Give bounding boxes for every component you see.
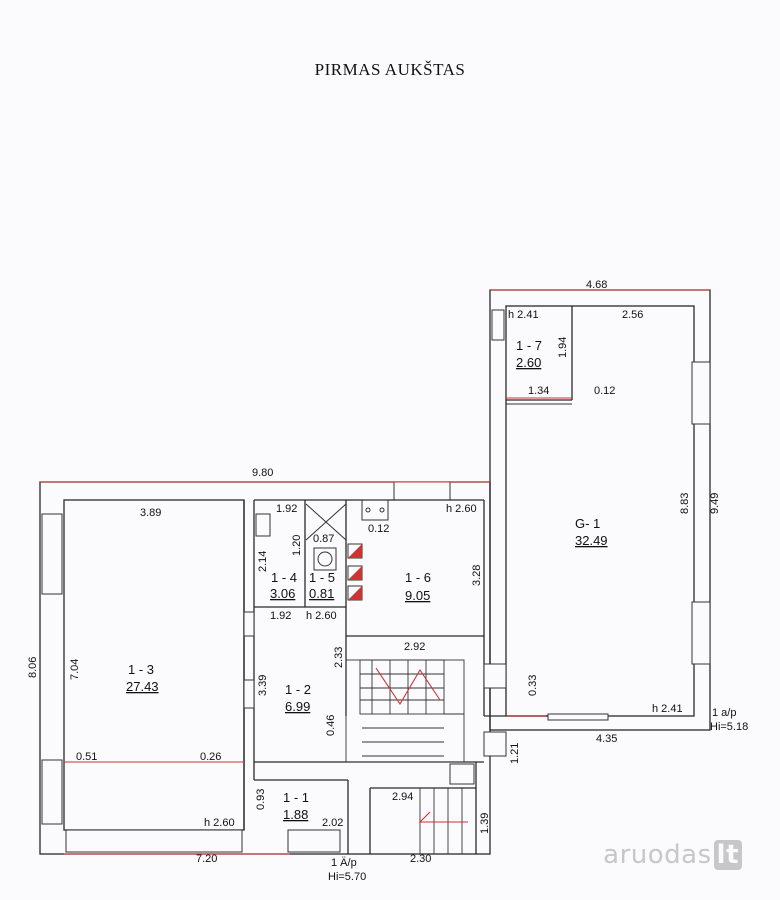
room-1-6-area: 9.05 — [405, 588, 430, 603]
dim-room12-depth: 3.39 — [257, 675, 269, 696]
dim-room11-depth: 0.93 — [255, 789, 267, 810]
dim-room17-h: h 2.41 — [508, 309, 539, 321]
dim-room14-bottom: 1.92 — [270, 610, 291, 622]
dim-room12-side: 2.33 — [333, 647, 345, 668]
dim-room13-wall-left: 0.51 — [76, 751, 97, 763]
dim-room16-h: h 2.60 — [446, 503, 477, 515]
dim-room11-width: 2.02 — [322, 817, 343, 829]
dim-garage-h: h 2.41 — [652, 703, 683, 715]
floor-height: Hi=5.70 — [328, 871, 366, 883]
room-1-5-area: 0.81 — [309, 586, 334, 601]
room-1-4-area: 3.06 — [270, 586, 295, 601]
floor-label: 1 Ä/p — [331, 857, 357, 869]
dim-wall-121: 1.21 — [509, 743, 521, 764]
house-walls — [39, 481, 548, 855]
dim-bottom-width: 7.20 — [196, 853, 217, 865]
dim-room15-width: 0.87 — [313, 533, 334, 545]
room-1-3-id: 1 - 3 — [128, 662, 154, 677]
room-g-1-id: G- 1 — [575, 516, 600, 531]
page-title: PIRMAS AUKŠTAS — [314, 60, 466, 79]
dim-entry-depth: 1.39 — [479, 813, 491, 834]
dim-kitchen-offset: 0.12 — [368, 523, 389, 535]
room-1-7-area: 2.60 — [516, 355, 541, 370]
dim-room15-depth: 1.20 — [291, 535, 303, 556]
room-1-3-area: 27.43 — [126, 679, 159, 694]
garage-label: 1 a/p — [712, 707, 736, 719]
dim-room16-depth: 3.28 — [471, 565, 483, 586]
dim-garage-step: 0.33 — [527, 675, 539, 696]
dim-room14-width: 1.92 — [276, 503, 297, 515]
dim-porch-width: 2.30 — [410, 853, 431, 865]
dim-room13-depth: 7.04 — [69, 659, 81, 680]
garage-walls — [489, 289, 711, 731]
garage-height: Hi=5.18 — [710, 721, 748, 733]
room-1-4-id: 1 - 4 — [271, 570, 297, 585]
room-1-5-id: 1 - 5 — [309, 570, 335, 585]
dim-room12-h: h 2.60 — [306, 610, 337, 622]
dim-main-width: 9.80 — [252, 467, 273, 479]
dimension-lines — [40, 289, 710, 855]
entry-stairs — [418, 788, 468, 854]
room-labels: 1 - 1 1.88 1 - 2 6.99 1 - 3 27.43 1 - 4 … — [126, 338, 608, 822]
dim-room17-offset: 0.12 — [594, 385, 615, 397]
watermark-suffix: lt — [713, 840, 742, 870]
dim-garage-inner-width: 2.56 — [622, 309, 643, 321]
room-1-2-id: 1 - 2 — [285, 682, 311, 697]
dim-room13-width: 3.89 — [140, 507, 161, 519]
dim-room13-wall-right: 0.26 — [200, 751, 221, 763]
dim-garage-depth-inner: 8.83 — [679, 493, 691, 514]
room-1-2-area: 6.99 — [285, 699, 310, 714]
dim-garage-depth-outer: 9.49 — [709, 493, 721, 514]
dim-entry-width: 2.94 — [392, 791, 413, 803]
main-staircase — [345, 659, 465, 763]
room-1-1-area: 1.88 — [283, 807, 308, 822]
room-g-1-area: 32.49 — [575, 533, 608, 548]
dim-garage-bottom: 4.35 — [596, 733, 617, 745]
watermark-brand: aruodas — [603, 840, 712, 870]
dim-outer-depth: 8.06 — [27, 657, 39, 678]
dim-wall-046: 0.46 — [325, 715, 337, 736]
dim-room13-h: h 2.60 — [204, 817, 235, 829]
dim-room14-depth: 2.14 — [257, 551, 269, 572]
room-1-6-id: 1 - 6 — [405, 570, 431, 585]
level-notes: 1 Ä/p Hi=5.70 1 a/p Hi=5.18 — [328, 707, 748, 883]
dim-top-garage-width: 4.68 — [586, 279, 607, 291]
room-1-1-id: 1 - 1 — [283, 790, 309, 805]
dim-room17-width: 1.34 — [528, 385, 549, 397]
dim-room17-side: 1.94 — [557, 337, 569, 358]
dim-stair-width: 2.92 — [404, 641, 425, 653]
room-1-7-id: 1 - 7 — [516, 338, 542, 353]
dimension-labels: 4.68 h 2.41 2.56 1.94 1.34 0.12 9.80 3.8… — [27, 279, 721, 865]
